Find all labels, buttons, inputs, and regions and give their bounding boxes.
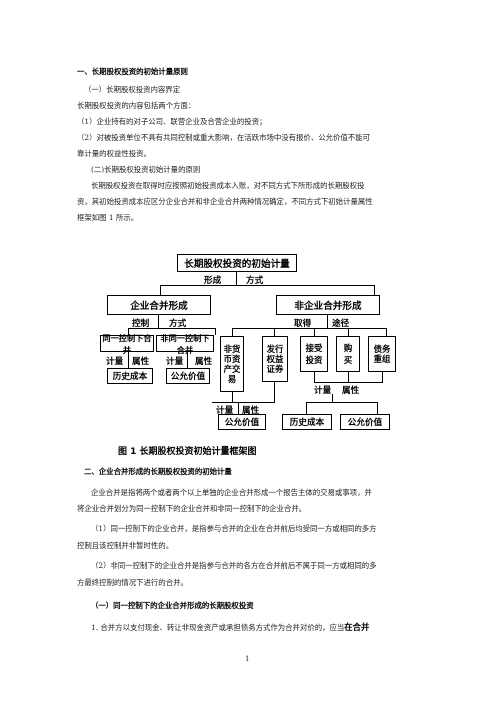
diagram-label: 计量 (106, 357, 124, 367)
heading-2: 二、企业合并形成的长期股权投资的初始计量 (84, 467, 232, 476)
diagram-top-label: 形成 (204, 276, 222, 286)
paragraph: 企业合并是指将两个或者两个以上单独的企业合并形成一个报告主体的交易或事项，并 (91, 488, 372, 497)
paragraph: （2）非同一控制下的企业合并是指参与合并的各方在合并前后不属于同一方或相同的多 (91, 561, 377, 570)
non-merger-box: 非企业合并形成 (276, 295, 380, 315)
accept-investment-box: 接受投资 (300, 336, 328, 372)
paragraph: 方最终控制的情况下进行的合并。 (77, 578, 188, 587)
paragraph: 长期股权投资的内容包括两个方面： (77, 101, 196, 110)
diagram-label: 控制 (132, 319, 150, 329)
debt-restructure-box: 债务重组 (368, 336, 396, 372)
diagram-label: 计量 (314, 386, 332, 396)
diagram-label: 属性 (195, 357, 213, 367)
paragraph: 框架如图 1 所示。 (77, 213, 139, 222)
subheading-1: （一）长期股权投资内容界定 (84, 85, 181, 94)
subheading-3: （一）同一控制下的企业合并形成的长期股权投资 (91, 601, 254, 610)
diagram-label: 属性 (242, 406, 260, 416)
paragraph: （1）企业持有的对子公司、联营企业及合营企业的投资； (77, 117, 267, 126)
paragraph: （1）同一控制下的企业合并，是指参与合并的企业在合并前后均受同一方或相同的多方 (91, 524, 377, 533)
paragraph: 将企业合并划分为同一控制下的企业合并和非同一控制下的企业合并。 (77, 504, 307, 513)
paragraph: 控制且该控制并非暂时性的。 (77, 541, 174, 550)
diagram-label: 取得 (294, 319, 312, 329)
fair-value-box: 公允价值 (166, 368, 210, 384)
fair-value-box: 公允价值 (340, 414, 390, 430)
historical-cost-box: 历史成本 (282, 414, 332, 430)
diagram-label: 属性 (132, 357, 150, 367)
framework-diagram: 长期股权投资的初始计量 形成 方式 企业合并形成 控制 方式 同一控制下合并 非… (100, 254, 396, 462)
figure-caption: 图 1 长期股权投资初始计量框架图 (118, 447, 257, 457)
diagram-label: 计量 (216, 406, 234, 416)
diff-control-box: 非同一控制下合并 (156, 333, 214, 355)
paragraph: 靠计量的权益性投资。 (77, 149, 151, 158)
diagram-top-box: 长期股权投资的初始计量 (177, 254, 297, 272)
non-monetary-box: 非货币资产交易 (220, 336, 244, 392)
diagram-label: 计量 (166, 357, 184, 367)
subheading-2: (二)长期股权投资初始计量的原则 (91, 165, 201, 174)
diagram-top-label: 方式 (246, 276, 264, 286)
enterprise-merger-box: 企业合并形成 (107, 295, 211, 315)
diagram-label: 途径 (332, 319, 350, 329)
same-control-box: 同一控制下合并 (100, 333, 154, 355)
purchase-box: 购买 (336, 336, 360, 372)
page-number: 1 (245, 655, 250, 663)
heading-1: 一、长期股权投资的初始计量原则 (77, 67, 188, 76)
paragraph: 1. 合并方以支付现金、转让非现金资产或承担债务方式作为合并对价的，应当在合并 (91, 622, 370, 632)
fair-value-box: 公允价值 (218, 414, 266, 430)
diagram-label: 属性 (342, 386, 360, 396)
issue-equity-box: 发行权益证券 (262, 336, 288, 382)
historical-cost-box: 历史成本 (107, 368, 153, 384)
paragraph: 资，其初始投资成本应区分企业合并和非企业合并两种情况确定，不同方式下初始计量属性 (77, 197, 373, 206)
paragraph: 长期股权投资在取得时应按照初始投资成本入账，对不同方式下所形成的长期股权投 (91, 181, 365, 190)
paragraph: （2）对被投资单位不具有共同控制或重大影响，在活跃市场中没有报价、公允价值不能可 (77, 133, 370, 142)
diagram-label: 方式 (169, 319, 187, 329)
